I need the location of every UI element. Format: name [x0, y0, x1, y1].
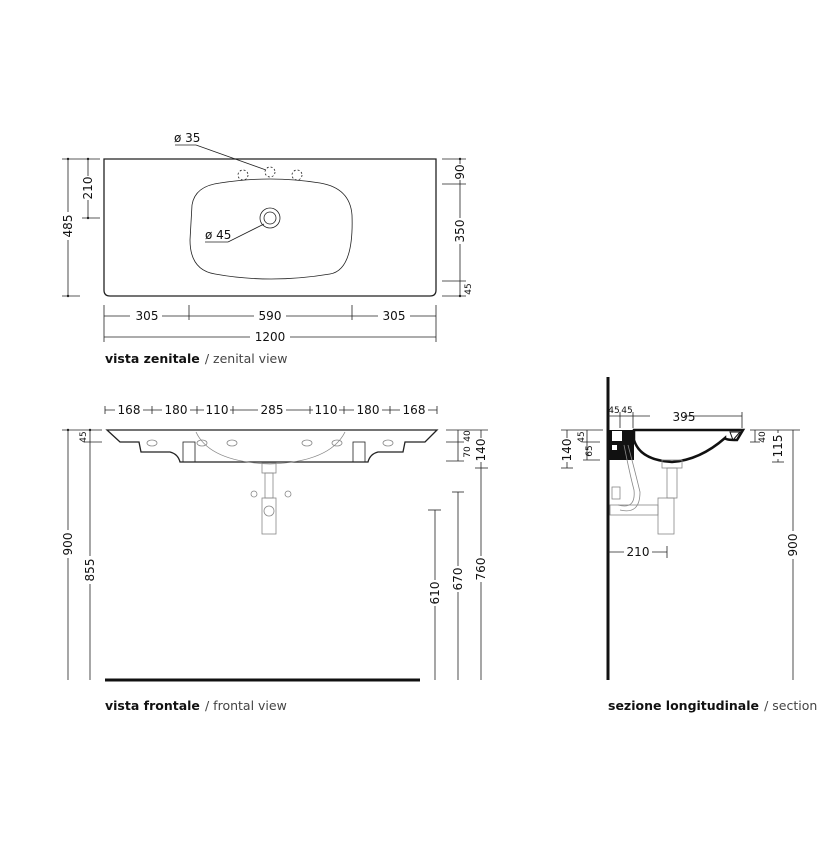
section-caption: sezione longitudinale / section: [608, 695, 817, 714]
dim-basin-width: 590: [259, 309, 282, 323]
dim-total-width: 1200: [255, 330, 286, 344]
front-view-caption: vista frontale / frontal view: [105, 695, 287, 714]
dim-section-45: 45: [577, 431, 587, 442]
washbasin-front-outline: [105, 429, 439, 463]
dim-180-left: 180: [165, 403, 188, 417]
dim-285: 285: [261, 403, 284, 417]
dim-under-height: 855: [83, 559, 97, 582]
dim-180-right: 180: [357, 403, 380, 417]
dim-section-40: 40: [758, 431, 768, 443]
dim-tap-offset: 210: [81, 177, 95, 200]
dim-section-140: 140: [560, 439, 574, 462]
front-view: 168 180 110 285 110 180 168 900 855 45 4…: [60, 402, 489, 714]
dim-610: 610: [428, 582, 442, 605]
front-top-dims: 168 180 110 285 110 180 168: [104, 402, 438, 417]
dim-slab: 45: [79, 431, 89, 442]
dim-70: 70: [463, 446, 473, 458]
basin-section: [632, 428, 746, 464]
dim-side-right: 305: [383, 309, 406, 323]
dim-section-65: 65: [585, 445, 595, 456]
basin-outline: [189, 178, 353, 280]
section-view: 45 45 395 140 45 65 40 115 900 210 sezio…: [559, 377, 817, 714]
dim-670: 670: [451, 568, 465, 591]
dim-140: 140: [474, 439, 488, 462]
dim-total-height: 900: [61, 533, 75, 556]
dim-basin: 350: [453, 220, 467, 243]
dim-40: 40: [463, 430, 473, 442]
siphon-section: [609, 444, 683, 535]
top-view-caption: vista zenitale / zenital view: [105, 348, 287, 367]
dim-section-395: 395: [673, 410, 696, 424]
drain: [259, 207, 281, 229]
tap-hole-label: ø 35: [174, 131, 200, 145]
dim-section-45b: 45: [621, 406, 632, 416]
top-view: ø 35 ø 45 485 210 90 350 45 305 590 305 …: [60, 131, 474, 367]
siphon: [250, 462, 292, 535]
dim-760: 760: [474, 558, 488, 581]
dim-110-right: 110: [315, 403, 338, 417]
dim-section-45a: 45: [608, 406, 619, 416]
dim-168-right: 168: [403, 403, 426, 417]
dim-section-210: 210: [627, 545, 650, 559]
dim-back: 90: [453, 164, 467, 179]
dim-168-left: 168: [118, 403, 141, 417]
dim-depth: 485: [61, 215, 75, 238]
drain-label: ø 45: [205, 228, 231, 242]
dim-110-left: 110: [206, 403, 229, 417]
dim-section-900: 900: [786, 534, 800, 557]
tap-holes: [237, 166, 303, 181]
dim-front: 45: [464, 283, 474, 294]
dim-section-115: 115: [771, 435, 785, 458]
dim-side-left: 305: [136, 309, 159, 323]
washbasin-top-outline: [103, 158, 437, 297]
